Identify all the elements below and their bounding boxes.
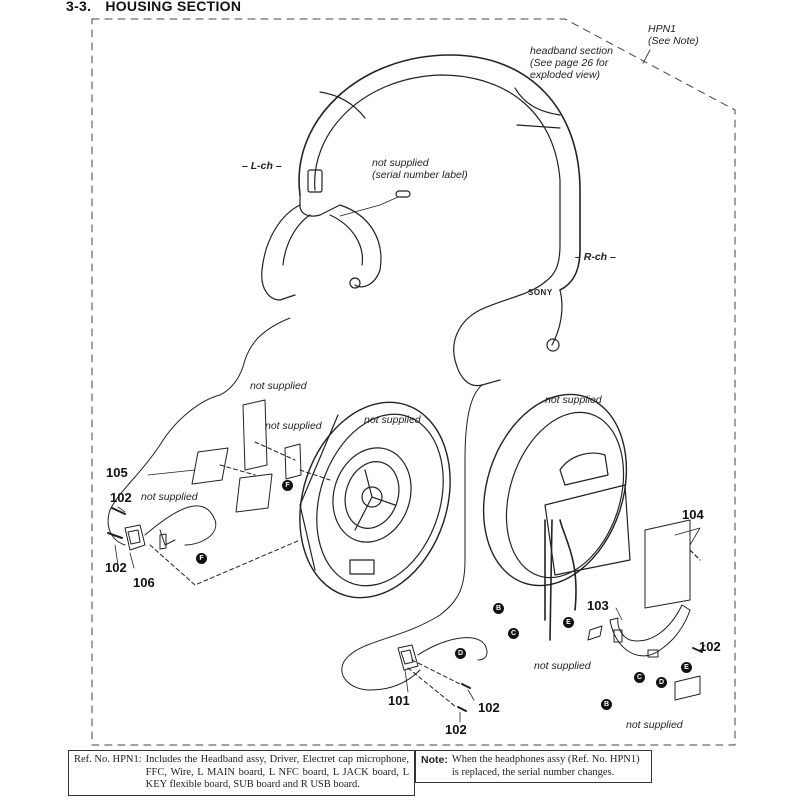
not-supplied-label: not supplied	[545, 394, 602, 406]
tag-right-small	[587, 625, 603, 641]
headband-section-label: headband section (See page 26 for explod…	[530, 45, 613, 81]
serial-label-line1: not supplied	[372, 157, 429, 169]
connector-d-marker: D	[656, 677, 667, 688]
connector-e-marker: E	[563, 617, 574, 628]
connector-d-marker: D	[455, 648, 466, 659]
ref-101: 101	[388, 693, 410, 708]
note-key: Note:	[421, 754, 448, 766]
connector-c-marker: C	[508, 628, 519, 639]
ref-102: 102	[478, 700, 500, 715]
headband-label-line1: headband section	[530, 45, 613, 57]
ref-102: 102	[110, 490, 132, 505]
jack-board-106	[107, 505, 301, 586]
not-supplied-label: not supplied	[626, 719, 683, 731]
left-channel-label: – L-ch –	[242, 160, 282, 172]
not-supplied-label: not supplied	[364, 414, 421, 426]
brand-logo: SONY	[528, 288, 553, 297]
section-number: 3-3.	[66, 0, 92, 14]
headband-label-line2: (See page 26 for	[530, 57, 609, 69]
tag-bottom-right	[674, 675, 701, 701]
sub-board-103	[609, 604, 703, 658]
serial-number-label: not supplied (serial number label)	[372, 157, 468, 181]
left-sheets	[191, 399, 331, 513]
hpn1-see-note: (See Note)	[648, 35, 699, 47]
assembly-boundary	[91, 18, 736, 746]
note-text: When the headphones assy (Ref. No. HPN1)…	[451, 754, 640, 778]
section-title: 3-3. HOUSING SECTION	[66, 0, 241, 14]
connector-f-marker: F	[282, 480, 293, 491]
connector-f-marker: F	[196, 553, 207, 564]
footnote-text: Includes the Headband assy, Driver, Elec…	[145, 754, 409, 790]
serial-number-note: Note: When the headphones assy (Ref. No.…	[415, 750, 652, 783]
headband-drawing	[261, 54, 581, 387]
sheet-104	[644, 519, 691, 609]
ref-hpn1-footnote: Ref. No. HPN1: Includes the Headband ass…	[68, 750, 415, 796]
left-housing-drawing	[299, 401, 451, 599]
ref-104: 104	[682, 507, 704, 522]
ref-106: 106	[133, 575, 155, 590]
hpn1-label: HPN1 (See Note)	[648, 23, 699, 47]
not-supplied-label: not supplied	[265, 420, 322, 432]
connector-b-marker: B	[601, 699, 612, 710]
connector-b-marker: B	[493, 603, 504, 614]
usb-board-101	[397, 637, 488, 712]
ref-103: 103	[587, 598, 609, 613]
connector-c-marker: C	[634, 672, 645, 683]
not-supplied-label: not supplied	[534, 660, 591, 672]
ref-102: 102	[105, 560, 127, 575]
serial-label-line2: (serial number label)	[372, 169, 468, 181]
right-channel-label: – R-ch –	[575, 251, 616, 263]
ref-102: 102	[445, 722, 467, 737]
cables	[107, 317, 483, 691]
tag-left-small	[159, 533, 167, 550]
right-housing-drawing	[482, 393, 631, 641]
not-supplied-label: not supplied	[141, 491, 198, 503]
footnote-key: Ref. No. HPN1:	[74, 754, 142, 765]
ref-105: 105	[106, 465, 128, 480]
ref-leaders	[114, 469, 706, 723]
ref-102: 102	[699, 639, 721, 654]
hpn1-leader	[642, 49, 651, 64]
section-heading: HOUSING SECTION	[105, 0, 242, 14]
headband-label-line3: exploded view)	[530, 69, 601, 81]
hpn1-ref: HPN1	[648, 23, 677, 35]
connector-e-marker: E	[681, 662, 692, 673]
not-supplied-label: not supplied	[250, 380, 307, 392]
